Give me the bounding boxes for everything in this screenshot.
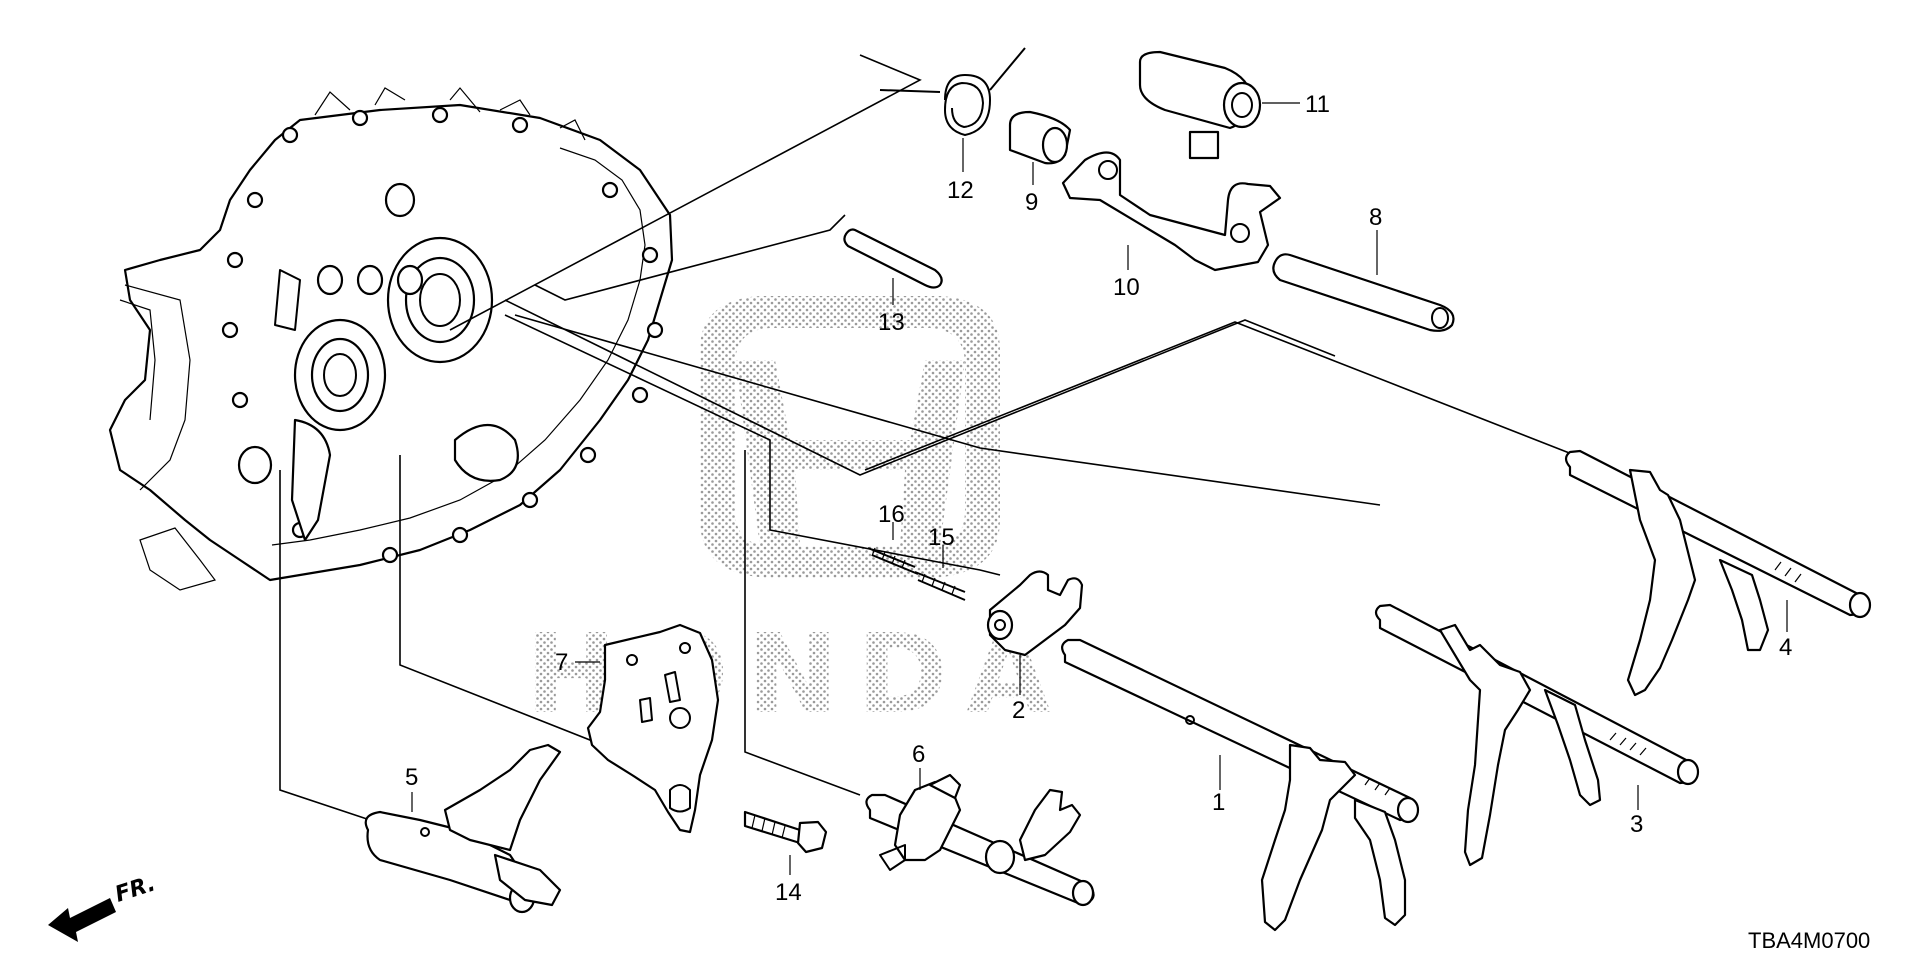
part-14-bolt	[743, 810, 828, 875]
diagram-code: TBA4M0700	[1748, 928, 1870, 953]
callout-3: 3	[1630, 811, 1643, 838]
part-4-fork-shaft	[1564, 449, 1872, 697]
part-1-fork-shaft	[1061, 638, 1420, 932]
case-bearing-bores	[237, 182, 519, 542]
case-bolt-holes	[221, 106, 664, 564]
callout-5: 5	[405, 764, 418, 791]
part-12-spring	[879, 47, 1026, 172]
callout-8: 8	[1369, 204, 1382, 231]
part-16-spring	[867, 522, 919, 575]
part-9-collar	[1008, 110, 1072, 185]
part-11-switch	[1138, 50, 1300, 160]
callout-6: 6	[912, 741, 925, 768]
callout-13: 13	[878, 309, 905, 336]
callout-labels: 1 2 3 4 5 6 7 8 9 10 11 12 13 14 15 16	[405, 91, 1792, 906]
front-label: FR.	[112, 871, 158, 907]
part-13-pin	[843, 228, 943, 305]
front-arrow-icon	[48, 898, 116, 942]
callout-16: 16	[878, 501, 905, 528]
callout-11: 11	[1305, 91, 1330, 118]
callout-9: 9	[1025, 189, 1038, 216]
part-15-spring	[914, 545, 966, 601]
callout-7: 7	[555, 649, 568, 676]
callout-4: 4	[1779, 634, 1792, 661]
part-5-fork	[364, 743, 562, 914]
callout-15: 15	[928, 524, 955, 551]
part-10-bracket	[1061, 151, 1282, 272]
callout-14: 14	[775, 879, 802, 906]
callout-10: 10	[1113, 274, 1140, 301]
callout-1: 1	[1212, 789, 1225, 816]
part-7-shift-plate	[575, 623, 720, 834]
part-8-shaft	[1272, 230, 1455, 332]
front-direction-indicator: FR.	[48, 871, 159, 942]
callout-2: 2	[1012, 697, 1025, 724]
transmission-case	[108, 87, 674, 591]
part-6-shift-arm	[865, 768, 1095, 907]
part-2-shift-piece	[986, 570, 1084, 695]
part-3-fork-shaft	[1374, 603, 1700, 867]
callout-12: 12	[947, 177, 974, 204]
